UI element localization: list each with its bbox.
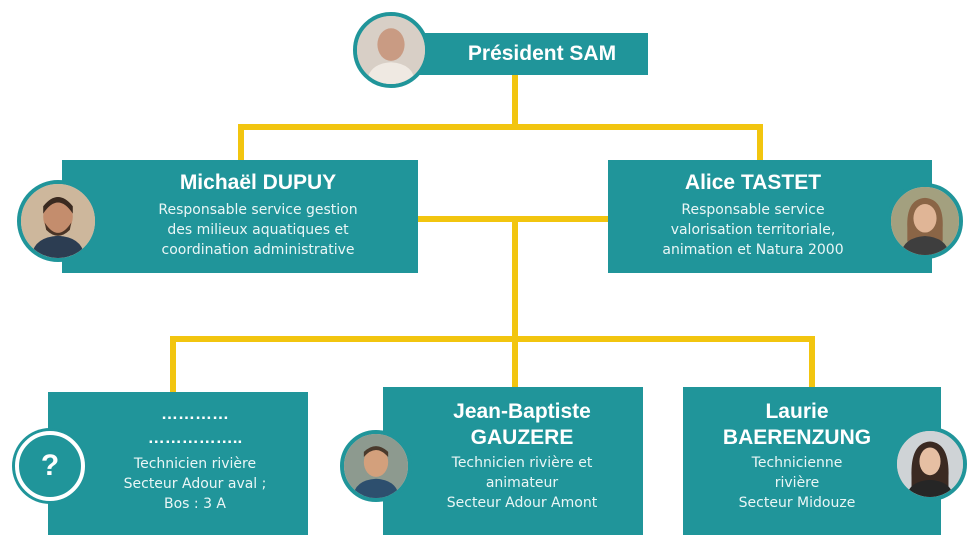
technician-desc-line: Technicien rivière xyxy=(133,456,257,472)
connector-right-manager-down xyxy=(757,124,763,164)
connector-tech3-down xyxy=(809,336,815,388)
technician-name: …………….. xyxy=(147,428,243,447)
manager-box-tastet: Alice TASTET Responsable service valoris… xyxy=(608,160,932,273)
technician-name: ………… xyxy=(161,404,229,423)
technician-box-vacant: ………… …………….. Technicien rivière Secteur … xyxy=(48,392,308,535)
manager-box-dupuy: Michaël DUPUY Responsable service gestio… xyxy=(62,160,418,273)
technician-desc-line: Secteur Midouze xyxy=(738,495,856,511)
technician-name: BAERENZUNG xyxy=(722,426,872,449)
question-mark-icon: ? xyxy=(15,431,85,501)
connector-president-down xyxy=(512,70,518,126)
person-photo-icon xyxy=(353,12,429,88)
manager-name: Alice TASTET xyxy=(684,171,822,194)
technician-name: Laurie xyxy=(765,400,829,423)
connector-left-manager-down xyxy=(238,124,244,164)
person-photo-icon xyxy=(340,430,412,502)
technician-box-gauzere: Jean-Baptiste GAUZERE Technicien rivière… xyxy=(383,387,643,535)
technician-desc-line: Technicien rivière et xyxy=(451,455,593,471)
manager-name: Michaël DUPUY xyxy=(179,171,337,194)
technician-desc-line: animateur xyxy=(485,475,559,491)
manager-desc-line: animation et Natura 2000 xyxy=(662,242,844,258)
president-name: Président SAM xyxy=(467,42,617,65)
person-photo-icon xyxy=(17,180,99,262)
technician-desc-line: Secteur Adour aval ; xyxy=(123,476,267,492)
connector-center-trunk xyxy=(512,216,518,342)
manager-desc-line: Responsable service gestion xyxy=(158,202,358,218)
connector-technicians-horizontal xyxy=(170,336,815,342)
connector-tech2-down xyxy=(512,336,518,388)
person-photo-icon xyxy=(893,427,967,501)
manager-desc-line: coordination administrative xyxy=(161,242,355,258)
person-photo-icon xyxy=(887,183,963,259)
technician-desc-line: Secteur Adour Amont xyxy=(446,495,598,511)
connector-managers-horizontal xyxy=(238,124,762,130)
manager-desc-line: Responsable service xyxy=(681,202,825,218)
technician-name: GAUZERE xyxy=(470,426,574,449)
manager-desc-line: des milieux aquatiques et xyxy=(167,222,349,238)
president-box: Président SAM xyxy=(418,33,648,75)
technician-desc-line: Bos : 3 A xyxy=(163,496,226,512)
manager-desc-line: valorisation territoriale, xyxy=(670,222,836,238)
technician-desc-line: Technicienne xyxy=(751,455,843,471)
connector-tech1-down xyxy=(170,336,176,394)
technician-name: Jean-Baptiste xyxy=(453,400,591,423)
technician-desc-line: rivière xyxy=(774,475,820,491)
